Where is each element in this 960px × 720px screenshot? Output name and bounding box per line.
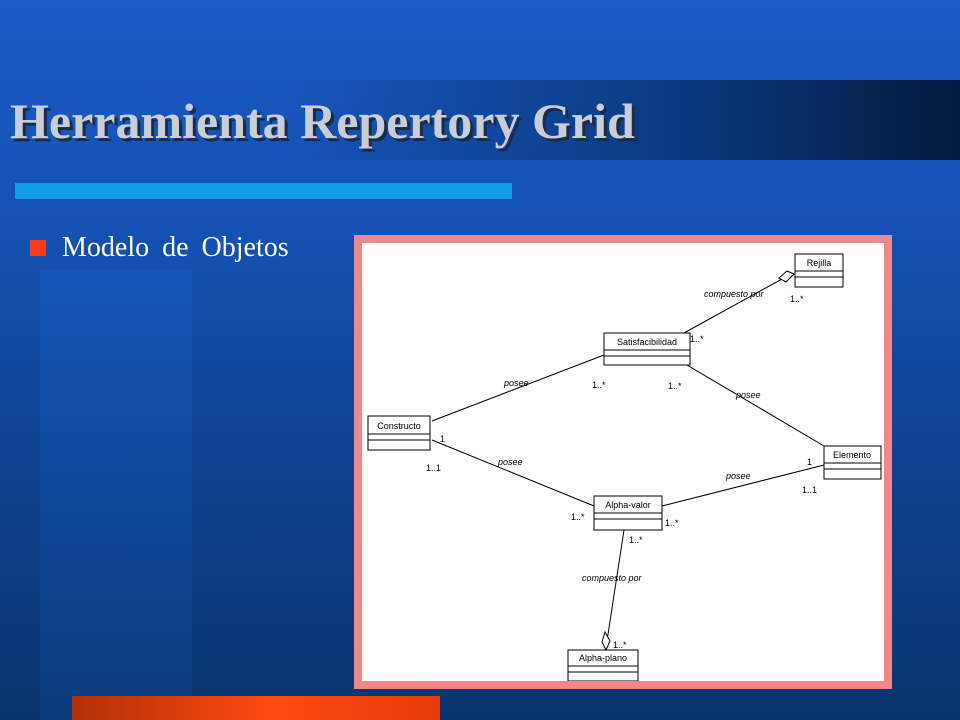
mult-satisfacibilidad-left: 1..* — [592, 380, 606, 390]
title-band — [0, 80, 960, 160]
class-rejilla: Rejilla — [794, 253, 844, 288]
mult-alphaplano-top: 1..* — [613, 640, 627, 650]
class-constructo-name: Constructo — [377, 421, 421, 431]
class-alpha-plano: Alpha-plano — [567, 649, 639, 681]
assoc-label-posee-constructo-satisfacibilidad: posee — [503, 378, 529, 388]
class-satisfacibilidad-name: Satisfacibilidad — [617, 337, 677, 347]
assoc-line-elemento-satisfacibilidad — [669, 354, 825, 447]
mult-elemento-bottom: 1..1 — [802, 485, 817, 495]
mult-satisfacibilidad-right: 1..* — [668, 381, 682, 391]
mult-alphavalor-right: 1..* — [665, 518, 679, 528]
mult-elemento-top: 1 — [807, 457, 812, 467]
mult-alphavalor-bottom: 1..* — [629, 535, 643, 545]
bullet-item: Modelo de Objetos — [30, 232, 289, 264]
assoc-label-posee-elemento-satisfacibilidad: posee — [735, 390, 761, 400]
mult-satisfacibilidad-top: 1..* — [690, 334, 704, 344]
left-column-decoration — [40, 270, 192, 720]
bullet-text: Modelo de Objetos — [62, 232, 289, 263]
class-elemento-name: Elemento — [833, 450, 871, 460]
class-satisfacibilidad: Satisfacibilidad — [603, 332, 691, 366]
aggregation-diamond-rejilla — [778, 270, 795, 283]
uml-diagram-frame: Rejilla Satisfacibilidad Constructo Elem… — [354, 235, 892, 689]
class-constructo: Constructo — [367, 415, 431, 451]
bullet-square-icon — [30, 240, 46, 256]
assoc-line-rejilla-satisfacibilidad — [683, 278, 783, 334]
uml-diagram: Rejilla Satisfacibilidad Constructo Elem… — [367, 253, 882, 681]
class-alpha-valor-name: Alpha-valor — [605, 500, 651, 510]
assoc-label-posee-elemento-alphavalor: posee — [725, 471, 751, 481]
bottom-accent-bar — [72, 696, 440, 720]
class-alpha-valor: Alpha-valor — [593, 495, 663, 531]
assoc-line-constructo-satisfacibilidad — [431, 354, 605, 422]
class-alpha-plano-name: Alpha-plano — [579, 653, 627, 663]
assoc-line-alphaplano-alphavalor — [606, 529, 625, 642]
title-underline — [15, 183, 512, 199]
mult-alphavalor-left: 1..* — [571, 512, 585, 522]
mult-constructo-top: 1 — [440, 434, 445, 444]
assoc-label-posee-constructo-alphavalor: posee — [497, 457, 523, 467]
assoc-label-compuesto-por-rejilla: compuesto por — [704, 289, 765, 299]
class-elemento: Elemento — [823, 445, 882, 480]
class-rejilla-name: Rejilla — [807, 258, 832, 268]
mult-rejilla-top: 1..* — [790, 294, 804, 304]
page-title: Herramienta Repertory Grid — [10, 93, 635, 149]
assoc-line-elemento-alphavalor — [661, 464, 825, 507]
assoc-label-compuesto-por-alphaplano: compuesto por — [582, 573, 643, 583]
assoc-line-constructo-alphavalor — [431, 439, 595, 507]
aggregation-diamond-alphaplano — [601, 630, 611, 652]
mult-constructo-bottom: 1..1 — [426, 463, 441, 473]
